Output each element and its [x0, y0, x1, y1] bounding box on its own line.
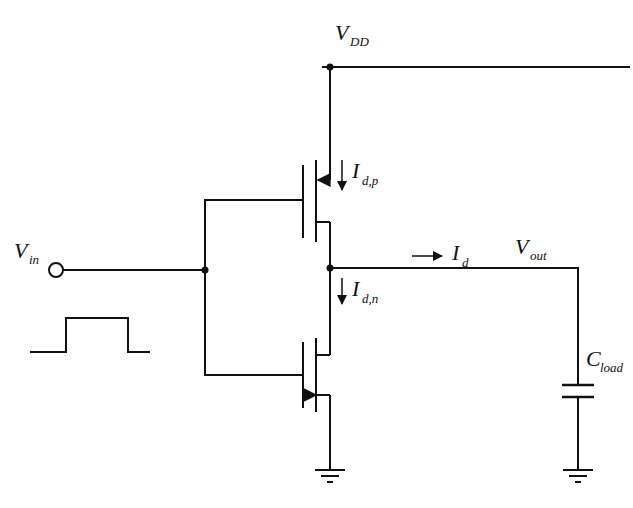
pmos-gate-plate [302, 165, 304, 238]
current-subscript: d [462, 256, 469, 269]
current-name: I [352, 160, 359, 182]
current-arrow [341, 278, 343, 304]
capacitor-ground-wire [577, 397, 579, 470]
junction-dot [202, 267, 209, 274]
signal-subscript: DD [350, 35, 369, 48]
component-subscript: load [600, 361, 623, 374]
ground-symbol [563, 470, 593, 482]
load-wire [330, 268, 578, 385]
nmos-source-wire [329, 395, 331, 470]
pmos-drain-stub [316, 221, 330, 223]
nmos-source-arrow [316, 394, 330, 396]
output-wire [329, 222, 331, 355]
pmos-source-arrow [318, 179, 330, 181]
gate-wire [205, 200, 303, 375]
junction-dot [327, 265, 334, 272]
ground-symbol [315, 470, 345, 482]
signal-subscript: in [29, 253, 39, 266]
signal-name: V [335, 22, 348, 44]
input-terminal [49, 263, 63, 277]
input-wire [63, 269, 205, 271]
signal-name: V [14, 240, 27, 262]
nmos-channel [315, 338, 317, 412]
signal-name: V [515, 236, 528, 258]
input-pulse [30, 318, 150, 352]
vdd-rail [322, 66, 630, 68]
pmos-source-wire [329, 67, 331, 180]
nmos-drain-stub [316, 354, 330, 356]
current-name: I [452, 242, 459, 264]
capacitor-plate [562, 384, 594, 387]
junction-dot [327, 64, 334, 71]
signal-subscript: out [530, 249, 547, 262]
current-arrow [341, 160, 343, 190]
current-arrow [412, 255, 442, 257]
current-name: I [352, 278, 359, 300]
pmos-channel [315, 160, 317, 242]
current-subscript: d,n [362, 292, 378, 305]
component-name: C [586, 348, 601, 370]
current-subscript: d,p [362, 174, 378, 187]
